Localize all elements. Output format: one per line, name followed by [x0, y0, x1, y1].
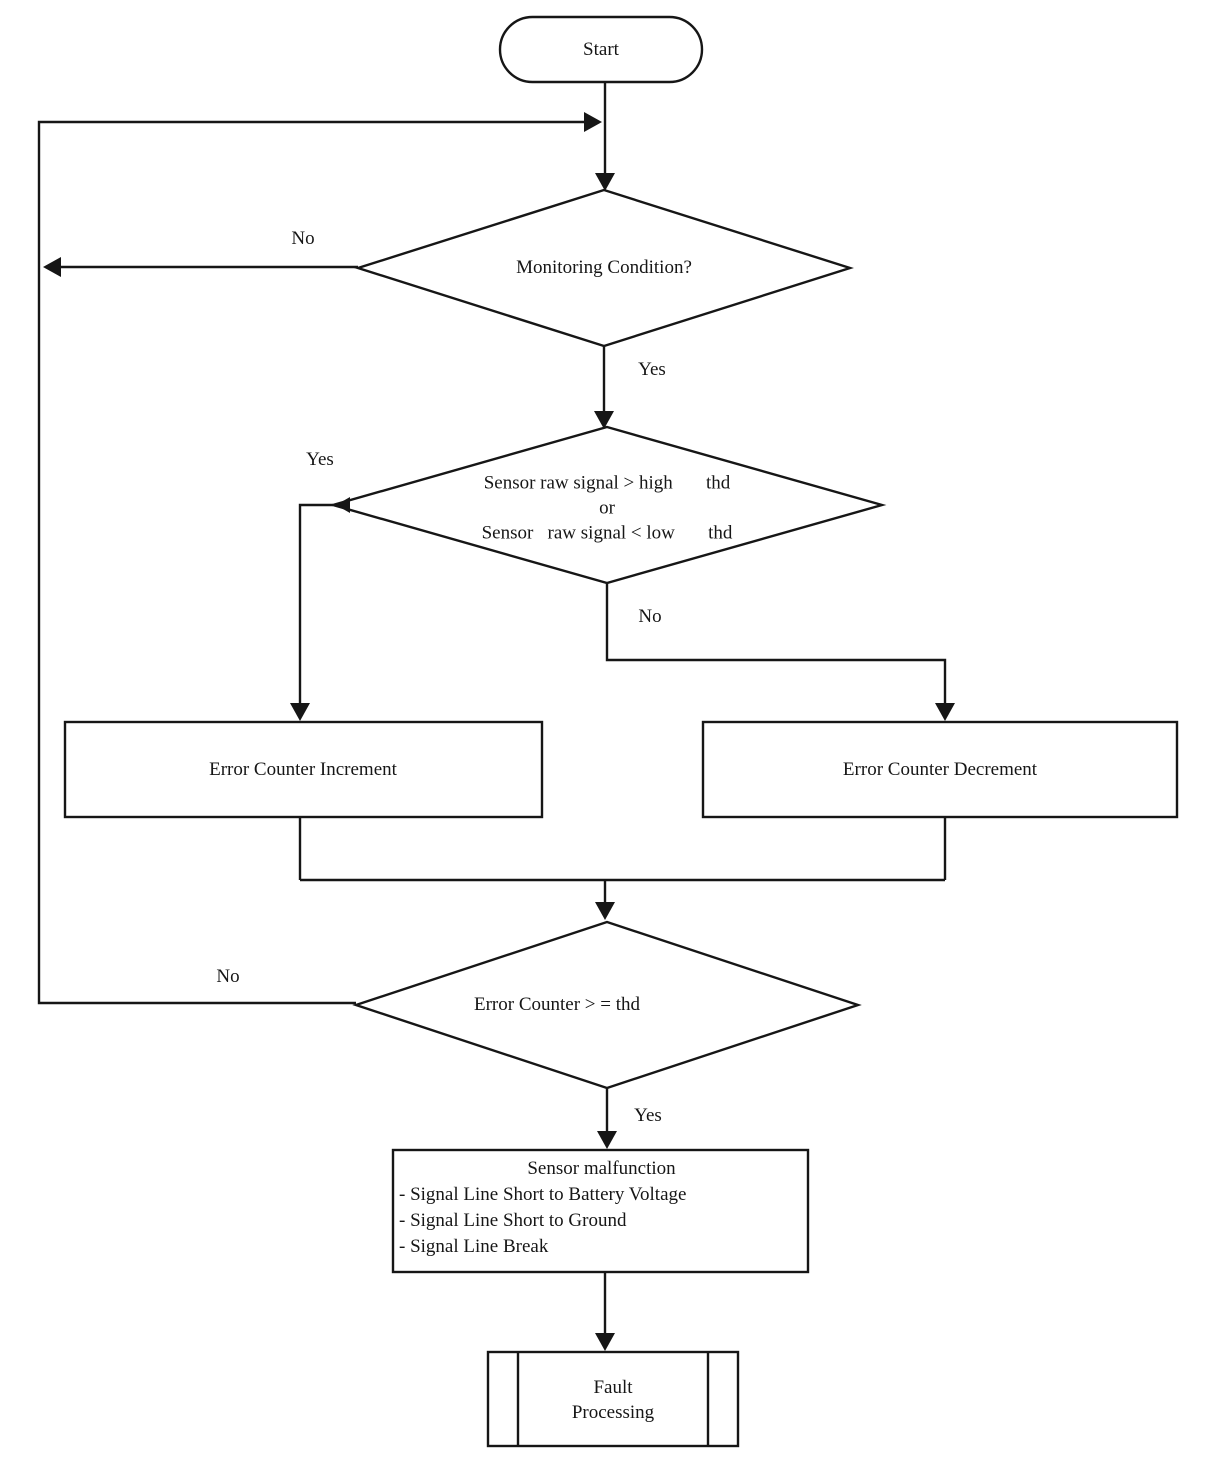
arrowhead-into-monitoring	[595, 173, 615, 191]
fault-line1: Fault	[593, 1377, 633, 1398]
arrowhead-into-decrement	[935, 703, 955, 721]
start-label: Start	[583, 39, 619, 60]
arrowhead-into-counter-decision	[595, 902, 615, 920]
edge-label-signal-no: No	[638, 606, 662, 627]
monitoring-decision-label: Monitoring Condition?	[516, 257, 692, 278]
arrowhead-into-malfunction	[597, 1131, 617, 1149]
arrowhead-signal-yes-exit	[336, 497, 350, 513]
edge-label-monitoring-yes: Yes	[638, 359, 666, 380]
arrowhead-feedback-join	[584, 112, 602, 132]
fault-label: Fault Processing	[572, 1375, 654, 1425]
signal-decision-line2: or	[599, 497, 615, 519]
edge-label-counter-no: No	[216, 966, 240, 987]
decrement-node-shape	[701, 720, 1179, 819]
malfunction-item-1: - Signal Line Short to Battery Voltage	[399, 1184, 687, 1205]
edge-label-counter-yes: Yes	[634, 1105, 662, 1126]
increment-label: Error Counter Increment	[209, 759, 397, 780]
malfunction-label: Sensor malfunction - Signal Line Short t…	[393, 1150, 808, 1272]
malfunction-title: Sensor malfunction	[527, 1158, 676, 1179]
arrowhead-monitoring-no	[43, 257, 61, 277]
fault-node-shape	[486, 1350, 740, 1448]
malfunction-node-shape	[391, 1148, 810, 1274]
counter-decision-label: Error Counter > = thd	[473, 994, 641, 1015]
edge-signal-yes	[298, 503, 333, 715]
signal-decision-label: Sensor raw signal > high thd or Sensor r…	[482, 471, 733, 546]
fault-node-side-bars	[516, 1352, 710, 1446]
signal-decision-line1: Sensor raw signal > high thd	[483, 472, 731, 494]
arrowhead-into-fault	[595, 1333, 615, 1351]
edge-feedback-loop	[37, 120, 592, 1005]
edge-label-monitoring-no: No	[291, 228, 315, 249]
edge-merge-to-counter-decision	[298, 817, 947, 914]
arrowhead-into-increment	[290, 703, 310, 721]
edge-label-signal-yes: Yes	[306, 449, 334, 470]
signal-decision-line3: Sensor raw signal < low thd	[481, 522, 733, 544]
increment-node-shape	[63, 720, 544, 819]
fault-line2: Processing	[571, 1402, 655, 1423]
malfunction-item-3: - Signal Line Break	[399, 1236, 549, 1257]
malfunction-item-2: - Signal Line Short to Ground	[399, 1210, 627, 1231]
arrowhead-into-signal-decision	[594, 411, 614, 429]
start-node-shape	[498, 15, 704, 84]
edge-signal-no	[605, 583, 947, 715]
decrement-label: Error Counter Decrement	[842, 759, 1038, 780]
